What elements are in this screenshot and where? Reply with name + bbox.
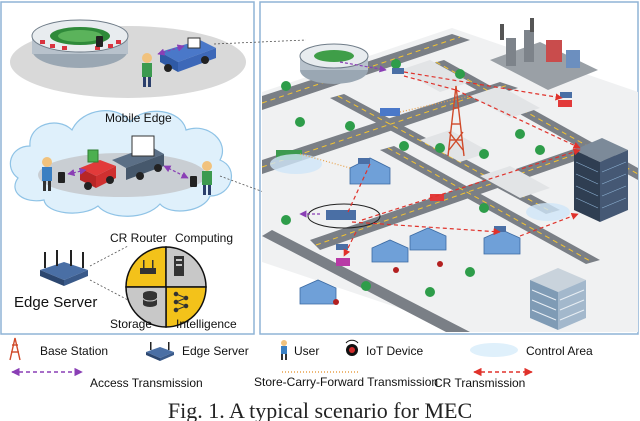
base-station-tower	[447, 85, 465, 157]
control-area-legend-icon	[470, 343, 518, 357]
edge-server-legend-icon	[146, 342, 174, 361]
residential-tower	[530, 268, 586, 330]
factory	[490, 18, 598, 90]
cr-links	[343, 71, 581, 257]
iot-device-legend-icon	[345, 339, 359, 356]
figure-caption: Fig. 1. A typical scenario for MEC	[167, 398, 473, 421]
legend-iot-device: IoT Device	[366, 344, 424, 358]
legend-base-station: Base Station	[40, 344, 109, 358]
computing-label: Computing	[175, 231, 234, 245]
control-area-1	[270, 154, 322, 174]
vehicle-range-ring	[307, 203, 381, 229]
router-pie-connector-1	[89, 245, 129, 267]
legend-access-transmission: Access Transmission	[90, 376, 203, 390]
legend-scf-transmission: Store-Carry-Forward Transmission	[254, 375, 439, 389]
legend-user: User	[294, 344, 320, 358]
edge-server-label: Edge Server	[14, 294, 98, 311]
edge-vehicle-top	[160, 37, 216, 72]
scenario-figure	[0, 1, 639, 377]
edge-server-router-icon	[40, 250, 88, 286]
intelligence-label: Intelligence	[176, 317, 237, 331]
capability-pie	[125, 246, 207, 328]
phone-left	[58, 172, 65, 183]
access-link-top	[157, 44, 185, 56]
mobile-edge-cloud	[9, 110, 232, 217]
phone-right	[190, 176, 197, 187]
trees	[281, 59, 545, 297]
stadium-scene	[10, 19, 246, 98]
router-pie-connector-2	[89, 279, 129, 301]
stadium-seats	[40, 40, 121, 50]
legend-control-area: Control Area	[526, 344, 593, 358]
access-link-right	[163, 165, 189, 179]
user-legend-icon	[281, 340, 287, 360]
iot-markers	[333, 261, 443, 305]
mobile-edge-label: Mobile Edge	[105, 111, 172, 125]
user-top	[142, 53, 152, 87]
pie-slice-cr-router	[125, 246, 167, 288]
office-tower	[574, 138, 628, 222]
user-left	[42, 157, 52, 191]
edge-truck	[80, 135, 164, 190]
legend-edge-server: Edge Server	[182, 344, 249, 358]
legend-icons	[9, 337, 533, 377]
green-server	[87, 149, 99, 163]
control-area-2	[526, 203, 570, 221]
access-link-left	[67, 167, 87, 177]
intelligence-glyph	[173, 291, 189, 313]
storage-label: Storage	[110, 317, 153, 331]
cr-router-label: CR Router	[110, 231, 167, 245]
zoom-connector-top	[213, 39, 307, 45]
phone-top	[96, 36, 103, 47]
city-scene	[261, 18, 639, 332]
legend-cr-transmission: CR Transmission	[434, 376, 526, 390]
base-station-legend-icon	[9, 337, 21, 361]
stadium-city	[299, 43, 369, 84]
storage-glyph	[142, 291, 158, 307]
blocks	[400, 60, 550, 198]
user-right	[202, 161, 212, 195]
access-links	[299, 61, 387, 218]
router-glyph	[140, 268, 156, 274]
